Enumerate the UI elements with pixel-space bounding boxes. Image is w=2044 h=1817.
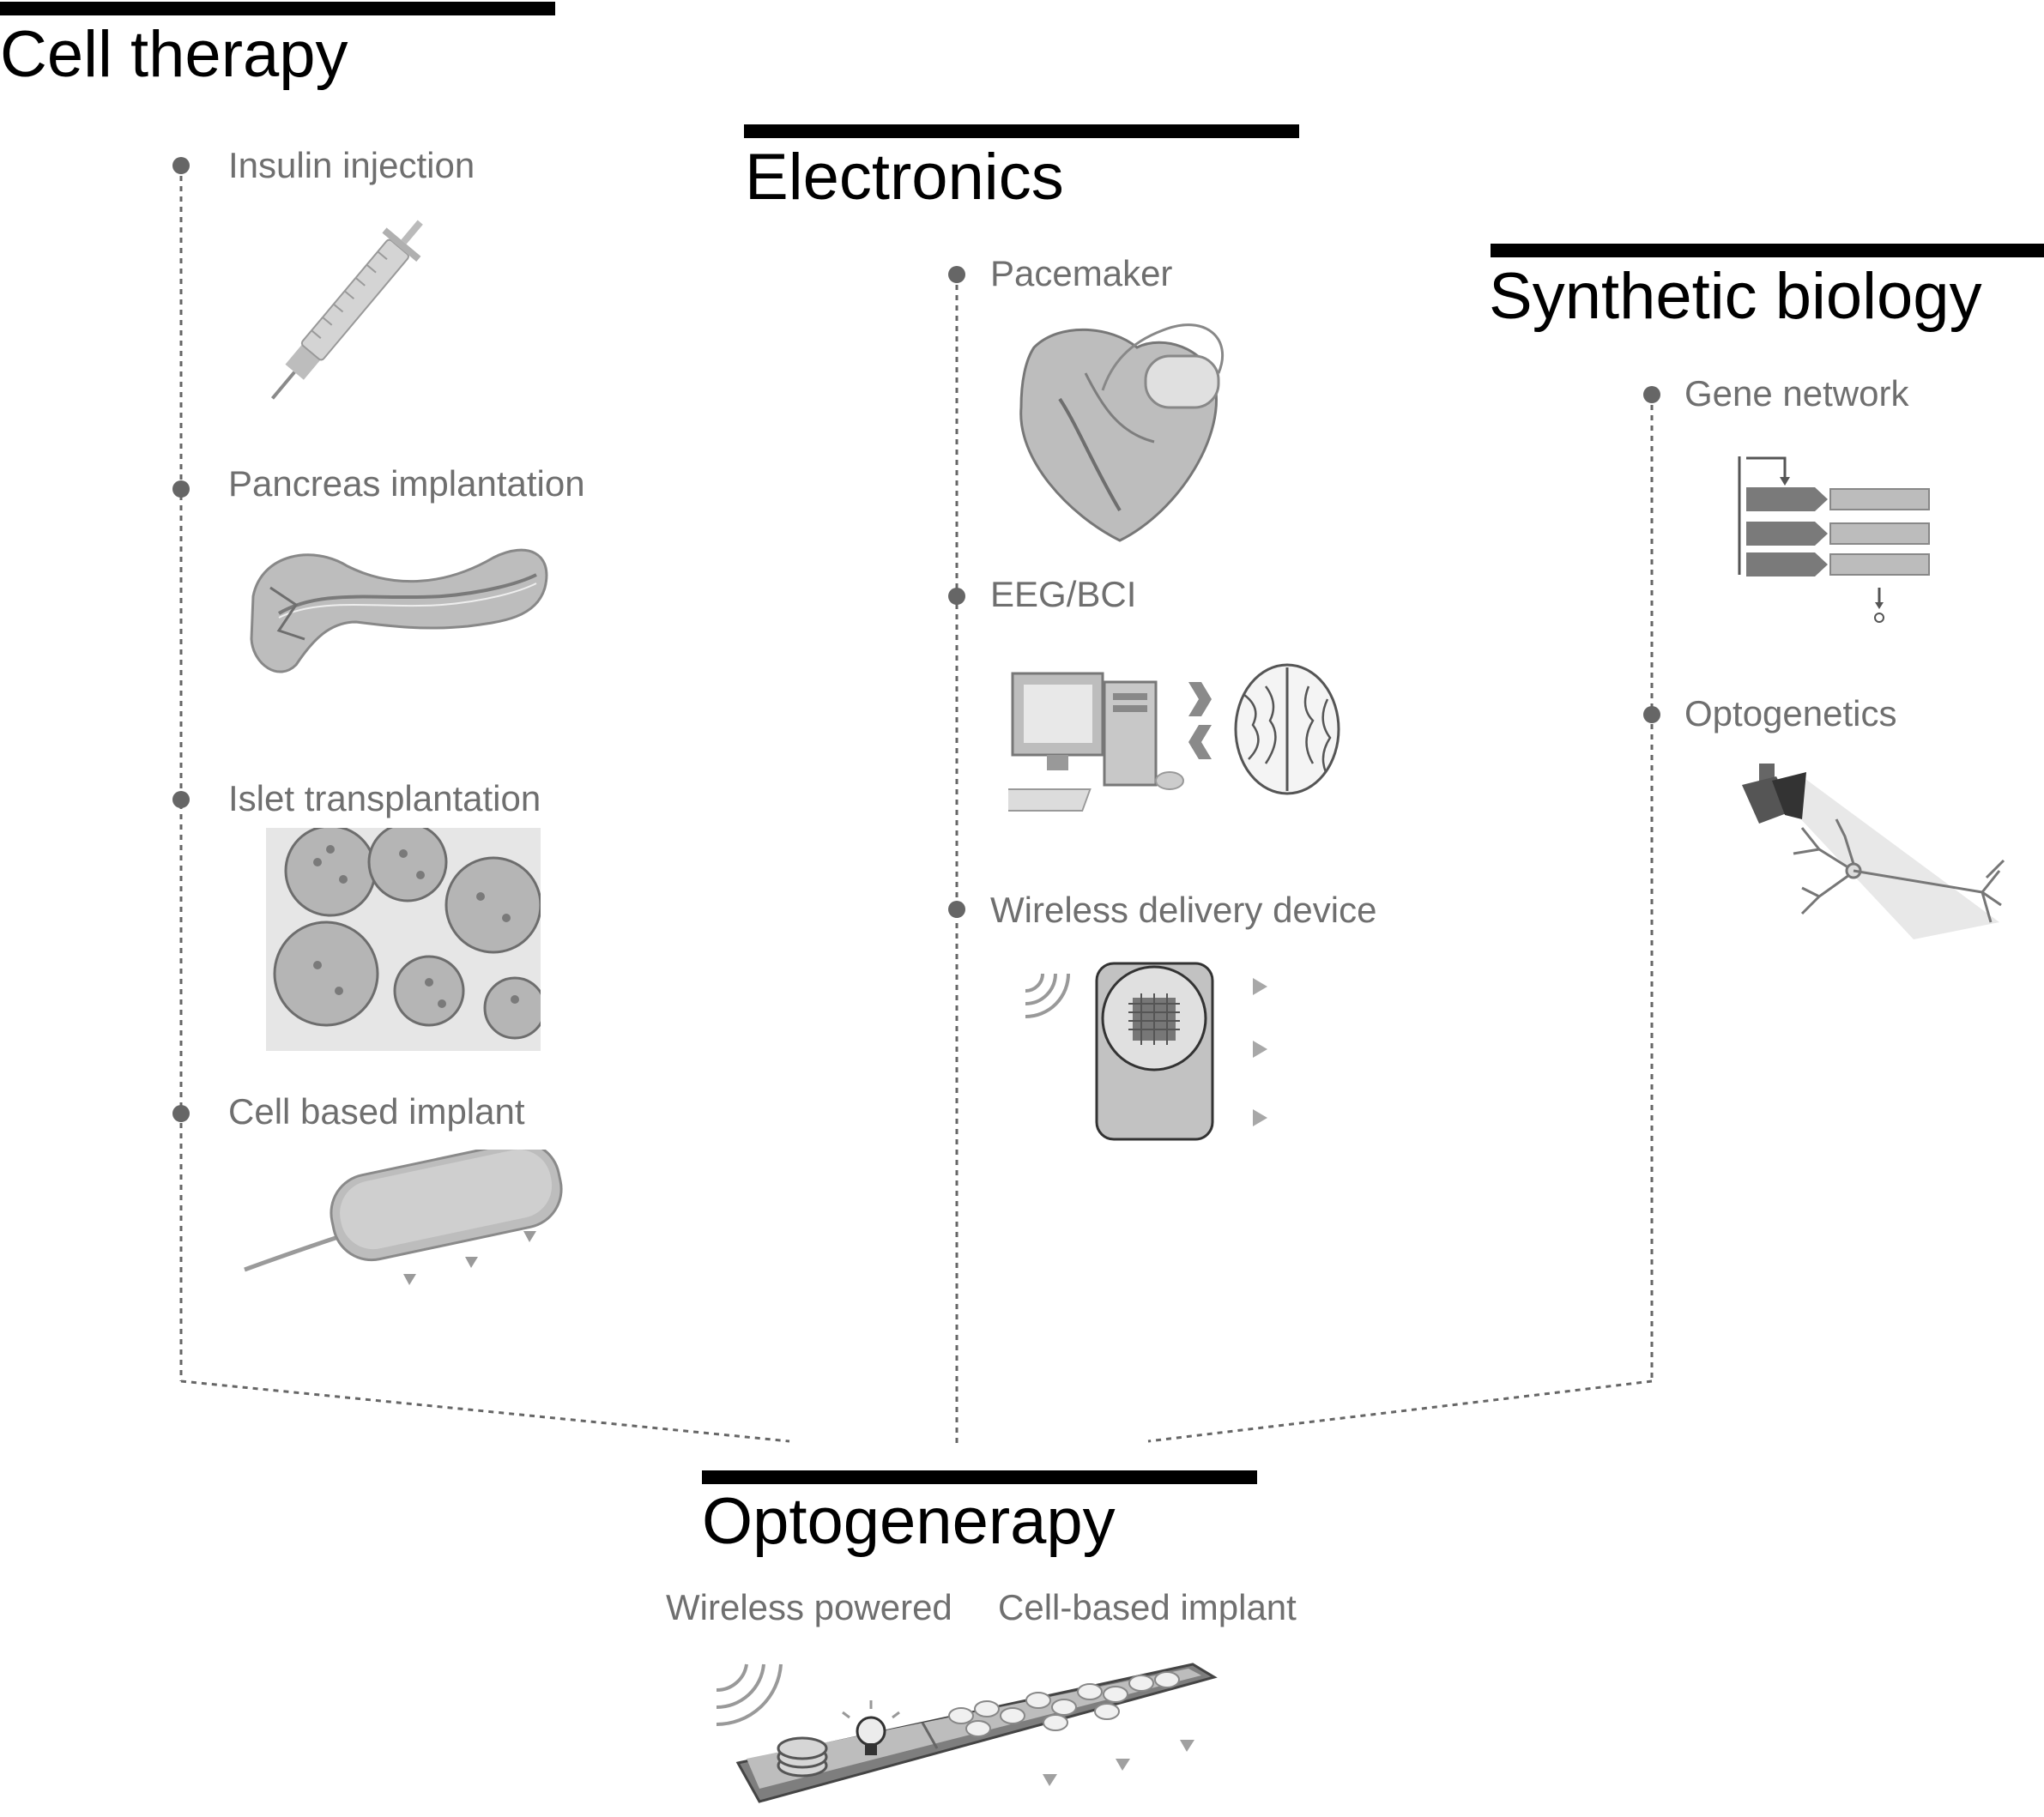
optogenetics-neuron-icon	[1742, 764, 2005, 939]
islet-transplantation-label: Islet transplantation	[228, 778, 541, 818]
timeline-dot	[948, 901, 965, 918]
islet-tissue-icon	[266, 828, 541, 1051]
computer-brain-icon	[1008, 663, 1340, 812]
optogenerapy-implant-icon	[716, 1663, 1218, 1803]
cell-implant-icon	[244, 1150, 563, 1285]
heart-pacemaker-icon	[1019, 323, 1225, 542]
cell-therapy-heading: Cell therapy	[0, 18, 348, 91]
pancreas-icon	[250, 548, 548, 673]
timeline-dot	[948, 588, 965, 605]
pancreas-implantation-label: Pancreas implantation	[228, 463, 585, 504]
synthetic-biology-heading: Synthetic biology	[1489, 260, 1982, 333]
wireless-device-icon	[1025, 962, 1267, 1141]
electronics-bar	[744, 124, 1299, 138]
pacemaker-label: Pacemaker	[990, 253, 1173, 293]
insulin-injection-label: Insulin injection	[228, 145, 475, 185]
wireless-delivery-device-label: Wireless delivery device	[990, 890, 1377, 930]
optogenerapy-bar	[702, 1470, 1257, 1484]
timeline-dot	[172, 791, 190, 808]
optogenerapy-heading: Optogenerapy	[702, 1485, 1116, 1558]
timeline-dot	[1643, 706, 1660, 723]
eeg-bci-label: EEG/BCI	[990, 574, 1137, 614]
electronics-heading: Electronics	[745, 141, 1064, 214]
timeline-dot	[1643, 386, 1660, 403]
syringe-icon	[270, 220, 423, 400]
synthetic-biology-bar	[1491, 244, 2044, 257]
cell-based-implant-label: Cell based implant	[228, 1091, 525, 1132]
timeline-dot	[172, 480, 190, 498]
gene-network-label: Gene network	[1684, 373, 1909, 414]
timeline-dot	[948, 266, 965, 283]
wireless-powered-label: Wireless powered	[666, 1587, 952, 1627]
optogenetics-label: Optogenetics	[1684, 693, 1897, 733]
cell-therapy-bar	[0, 2, 555, 15]
timeline-dot	[172, 1105, 190, 1122]
timeline-dot	[172, 157, 190, 174]
cell-based-implant-opto-label: Cell-based implant	[998, 1587, 1297, 1627]
gene-network-icon	[1738, 456, 1930, 623]
